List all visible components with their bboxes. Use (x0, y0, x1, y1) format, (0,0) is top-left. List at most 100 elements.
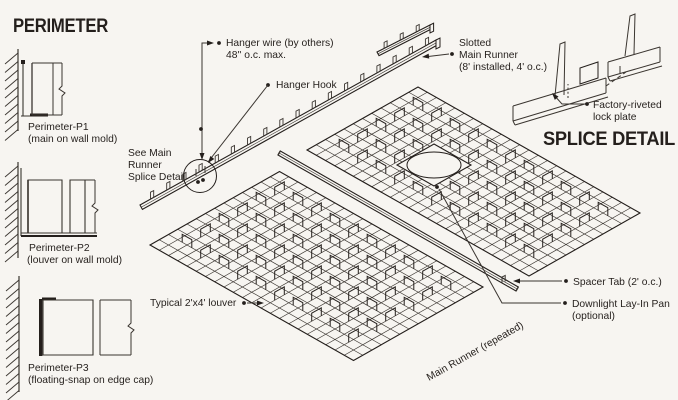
louver-blade (366, 296, 378, 311)
slotted-runner-arrow (422, 53, 430, 59)
downlight-pan-opening (406, 151, 462, 179)
louver-blade (385, 243, 396, 259)
lattice-line (408, 91, 631, 219)
louver-blade (542, 211, 553, 227)
lattice-line (242, 192, 447, 309)
louver-blade (486, 138, 498, 153)
louver-blade (468, 148, 479, 164)
downlight-line2: (optional) (572, 311, 615, 322)
lattice-line (233, 197, 437, 314)
lattice-line (380, 107, 604, 235)
downlight-pan-dot (435, 185, 439, 189)
wall-hatch-line (4, 250, 19, 263)
hanger-hook-glyph (399, 31, 404, 41)
louver-blade (394, 127, 405, 143)
hanger-hook-glyph (214, 153, 219, 164)
p3-louver-profile (42, 299, 94, 356)
main-runner-end (277, 150, 281, 156)
wall-hatch-line (4, 182, 19, 195)
lattice-line (177, 228, 382, 346)
louver-blade (523, 159, 535, 174)
perimeter-p1-note: (main on wall mold) (28, 134, 117, 145)
downlight-line1: Downlight Lay-In Pan (572, 299, 670, 310)
wall-hatch-line (4, 120, 19, 133)
downlight-label: Downlight Lay-In Pan (optional) (572, 299, 670, 322)
wall-hatch-line (4, 216, 19, 229)
spacer-tab-label: Spacer Tab (2' o.c.) (573, 277, 662, 288)
louver-blade (449, 180, 461, 195)
louver-blade (505, 148, 516, 164)
wall-hatch-line (5, 313, 20, 326)
louver-blade (523, 222, 535, 237)
louver-blade (274, 222, 285, 238)
hanger-hook-glyph (376, 63, 381, 73)
louver-blade (486, 180, 498, 195)
splice-bar-b-flange (607, 76, 611, 82)
wall-hatch-line (5, 296, 20, 309)
typical-louver-bullet (242, 301, 246, 305)
louver-blade (357, 127, 368, 143)
louver-blade (468, 127, 479, 143)
louver-blade (311, 243, 322, 259)
wall-hatch-line (4, 174, 19, 186)
hanger-hook-glyph (182, 171, 187, 182)
wall-hatch-line (4, 69, 19, 82)
louver-blade (292, 212, 304, 227)
louver-blade (375, 117, 387, 132)
splice-detail-heading: SPLICE DETAIL (543, 129, 676, 150)
wall-hatch-line (4, 191, 19, 203)
slotted-main-runner-label: Slotted Main Runner (8' installed, 4' o.… (459, 38, 547, 73)
louver-blade (505, 211, 516, 227)
p1-break-mark (58, 63, 66, 115)
louver-blade (255, 212, 267, 227)
louver-blade (542, 232, 553, 248)
perimeter-p3-note: (floating-snap on edge cap) (28, 375, 153, 386)
louver-blade (412, 117, 424, 132)
louver-blade (431, 106, 442, 122)
slotted-main-runner-channel-line (141, 41, 438, 208)
louver-blade (468, 211, 479, 227)
louver-blade (505, 169, 516, 185)
louver-blade (394, 106, 405, 122)
louver-blade (375, 159, 387, 174)
louver-blade (403, 254, 415, 269)
lattice-line (353, 123, 576, 251)
factory-riveted-arrow (552, 93, 559, 100)
louver-blade (449, 138, 461, 153)
louver-blade (597, 201, 609, 216)
louver-blade (385, 285, 396, 301)
louver-blade (394, 169, 405, 185)
lattice-line (168, 234, 373, 351)
downlight-leader (438, 188, 561, 304)
lattice-line (343, 128, 567, 256)
hanger-hook-glyph (424, 36, 430, 46)
louver-blade (412, 180, 424, 195)
louver-blade (329, 296, 341, 311)
hanger-hook-glyph (415, 23, 420, 32)
wall-hatch-line (5, 279, 20, 292)
louver-blade (274, 285, 285, 301)
louver-blade (218, 254, 230, 269)
louver-blade (449, 117, 461, 132)
hanger-wire-dot (199, 127, 203, 131)
louver-blade (422, 285, 433, 301)
louver-blade (181, 233, 193, 248)
louver-blade (255, 275, 267, 290)
louver-blade (403, 275, 415, 290)
louver-blade (357, 148, 368, 164)
splice-mark-dot (196, 180, 200, 184)
hanger-hook-glyph (230, 144, 235, 155)
hanger-hook-glyph (311, 99, 316, 110)
lattice-line (251, 186, 456, 304)
louver-blade (468, 169, 479, 185)
louver-blade (255, 233, 267, 248)
louver-blade (385, 306, 396, 322)
perimeter-p3-caption: Perimeter-P3 (floating-snap on edge cap) (28, 363, 153, 386)
hanger-hook-glyph (166, 180, 171, 191)
louver-blade (329, 275, 341, 290)
spacer-tab-arrow (513, 278, 520, 284)
wall-hatch-line (5, 364, 20, 377)
louver-blade (218, 212, 230, 227)
wall-hatch-line (4, 112, 19, 124)
see-main-runner-line1: See Main (128, 148, 172, 159)
